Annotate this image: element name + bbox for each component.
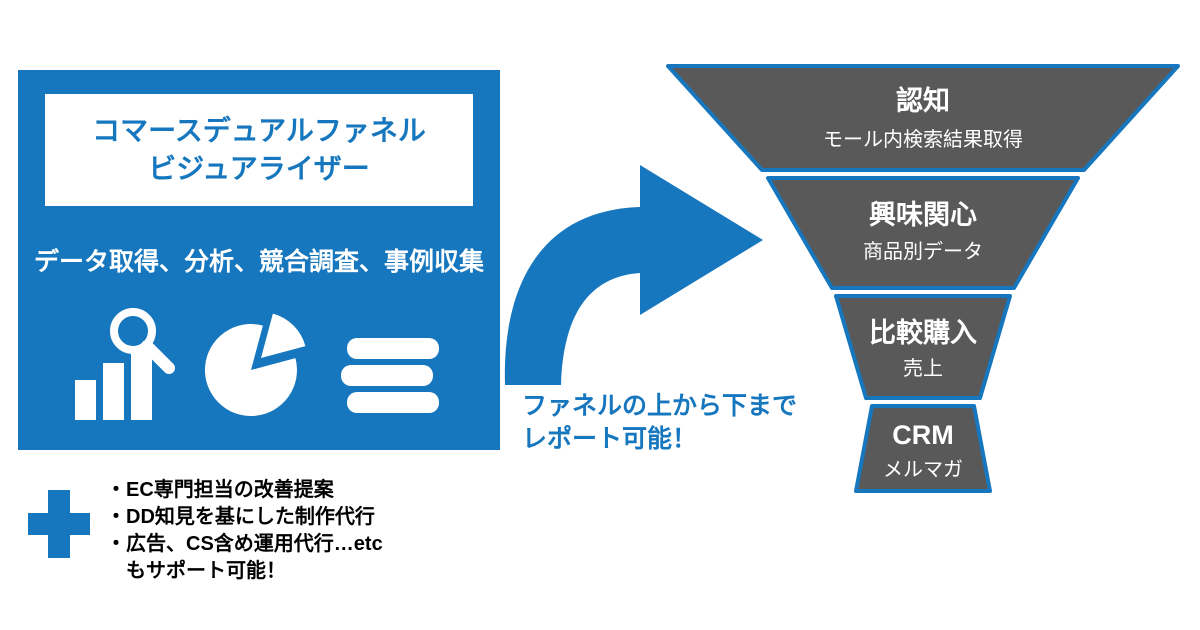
funnel-segment-subtitle: 商品別データ — [863, 240, 983, 263]
funnel-segment-crm: CRM メルマガ — [854, 404, 992, 493]
plus-icon — [28, 490, 90, 558]
funnel-segment-subtitle: メルマガ — [883, 458, 963, 481]
funnel-segment-title: 比較購入 — [869, 317, 977, 348]
product-title-line2: ビジュアライザー — [148, 153, 370, 184]
funnel-segment-subtitle: モール内検索結果取得 — [823, 128, 1023, 151]
funnel-diagram: 認知 モール内検索結果取得 興味関心 商品別データ 比較購入 売上 CRM メル… — [666, 64, 1180, 493]
capability-text: データ取得、分析、競合調査、事例収集 — [33, 248, 484, 276]
product-title-box: コマースデュアルファネル ビジュアライザー — [45, 94, 473, 206]
addon-item: ・DD知見を基にした制作代行 — [106, 506, 375, 528]
bar-chart-search-icon — [70, 304, 182, 422]
arrow-caption-line2: レポート可能！ — [522, 425, 698, 453]
arrow-caption-line1: ファネルの上から下まで — [522, 392, 798, 420]
funnel-segment-subtitle: 売上 — [903, 357, 943, 380]
addon-item: もサポート可能！ — [106, 560, 286, 582]
funnel-segment-title: 興味関心 — [869, 200, 977, 230]
funnel-segment-awareness: 認知 モール内検索結果取得 — [666, 64, 1180, 172]
icons-row — [18, 292, 500, 422]
stacked-documents-icon — [337, 304, 449, 422]
flow-arrow-icon — [504, 165, 763, 385]
pie-chart-icon — [203, 304, 315, 422]
left-panel: コマースデュアルファネル ビジュアライザー データ取得、分析、競合調査、事例収集 — [18, 70, 500, 450]
addon-services-list: ・EC専門担当の改善提案 ・DD知見を基にした制作代行 ・広告、CS含め運用代行… — [106, 477, 383, 585]
funnel-segment-interest: 興味関心 商品別データ — [766, 176, 1080, 290]
arrow-caption: ファネルの上から下まで レポート可能！ — [522, 390, 852, 456]
funnel-segment-purchase: 比較購入 売上 — [834, 294, 1012, 400]
product-title-line1: コマースデュアルファネル — [92, 115, 426, 146]
addon-item: ・EC専門担当の改善提案 — [106, 479, 334, 501]
funnel-segment-title: 認知 — [896, 85, 950, 116]
funnel-segment-title: CRM — [892, 420, 954, 450]
addon-item: ・広告、CS含め運用代行…etc — [106, 533, 383, 555]
